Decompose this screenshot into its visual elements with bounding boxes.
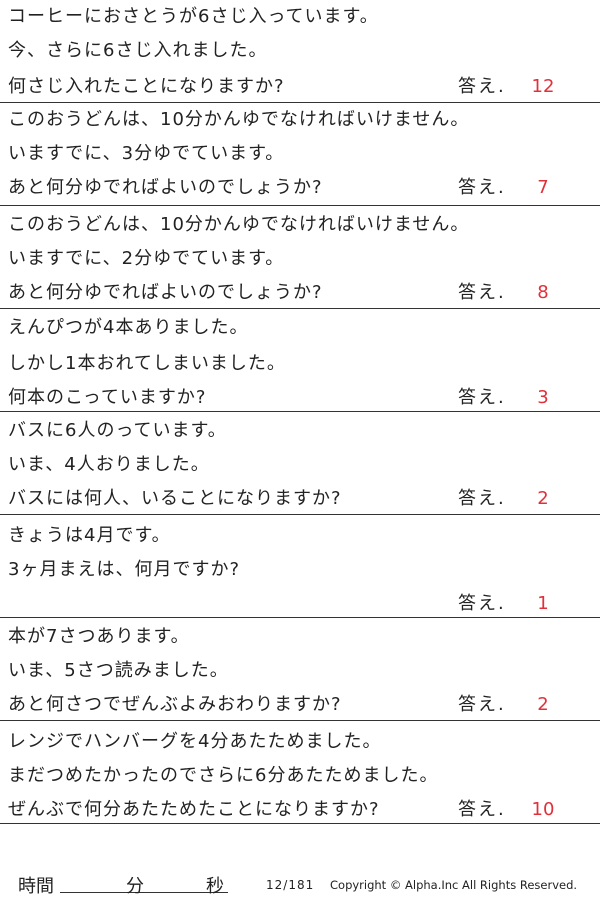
answer-label: 答え. <box>458 282 506 303</box>
problem-line: 今、さらに6さじ入れました。 <box>8 40 268 61</box>
problem-line: きょうは4月です。 <box>8 525 171 546</box>
problem-line: 3ヶ月まえは、何月ですか? <box>8 559 241 580</box>
minute-label: 分 <box>126 876 144 897</box>
answer-label: 答え. <box>458 76 506 97</box>
answer-label: 答え. <box>458 488 506 509</box>
problem-2: このおうどんは、10分かんゆでなければいけません。 いますでに、3分ゆでています… <box>0 103 600 206</box>
answer-value: 7 <box>537 177 549 198</box>
answer-label: 答え. <box>458 593 506 614</box>
problem-line: このおうどんは、10分かんゆでなければいけません。 <box>8 214 470 235</box>
problem-question: バスには何人、いることになりますか? <box>8 488 342 509</box>
problem-line: このおうどんは、10分かんゆでなければいけません。 <box>8 109 470 130</box>
problem-line: いますでに、2分ゆでています。 <box>8 248 285 269</box>
answer-label: 答え. <box>458 177 506 198</box>
answer-value: 10 <box>531 799 555 820</box>
problem-line: コーヒーにおさとうが6さじ入っています。 <box>8 6 379 27</box>
answer-value: 3 <box>537 387 549 408</box>
problem-question: あと何分ゆでればよいのでしょうか? <box>8 282 323 303</box>
problem-line: しかし1本おれてしまいました。 <box>8 353 286 374</box>
problem-line: いま、5さつ読みました。 <box>8 660 229 681</box>
problem-line: えんぴつが4本ありました。 <box>8 317 249 338</box>
problem-7: 本が7さつあります。 いま、5さつ読みました。 あと何さつでぜんぶよみおわります… <box>0 618 600 721</box>
problem-4: えんぴつが4本ありました。 しかし1本おれてしまいました。 何本のこっていますか… <box>0 309 600 412</box>
footer: 時間 分 秒 12/181 Copyright © Alpha.Inc All … <box>0 868 600 897</box>
answer-label: 答え. <box>458 387 506 408</box>
answer-value: 1 <box>537 593 549 614</box>
problem-question: 何本のこっていますか? <box>8 387 207 408</box>
worksheet: コーヒーにおさとうが6さじ入っています。 今、さらに6さじ入れました。 何さじ入… <box>0 0 600 824</box>
problem-1: コーヒーにおさとうが6さじ入っています。 今、さらに6さじ入れました。 何さじ入… <box>0 0 600 103</box>
page-number: 12/181 <box>266 878 315 892</box>
problem-question: あと何分ゆでればよいのでしょうか? <box>8 177 323 198</box>
copyright: Copyright © Alpha.Inc All Rights Reserve… <box>330 878 578 892</box>
answer-value: 8 <box>537 282 549 303</box>
problem-question: 何さじ入れたことになりますか? <box>8 76 285 97</box>
problem-line: いま、4人おりました。 <box>8 454 210 475</box>
problem-line: レンジでハンバーグを4分あたためました。 <box>8 731 382 752</box>
answer-value: 12 <box>531 76 555 97</box>
time-label: 時間 <box>18 876 54 897</box>
answer-label: 答え. <box>458 799 506 820</box>
answer-value: 2 <box>537 488 549 509</box>
problem-8: レンジでハンバーグを4分あたためました。 まだつめたかったのでさらに6分あたため… <box>0 721 600 824</box>
problem-question: あと何さつでぜんぶよみおわりますか? <box>8 694 342 715</box>
problem-line: まだつめたかったのでさらに6分あたためました。 <box>8 765 439 786</box>
time-underline <box>60 892 228 893</box>
problem-line: 本が7さつあります。 <box>8 626 190 647</box>
second-label: 秒 <box>206 876 224 897</box>
problem-5: バスに6人のっています。 いま、4人おりました。 バスには何人、いることになりま… <box>0 412 600 515</box>
problem-6: きょうは4月です。 3ヶ月まえは、何月ですか? 答え. 1 <box>0 515 600 618</box>
problem-3: このおうどんは、10分かんゆでなければいけません。 いますでに、2分ゆでています… <box>0 206 600 309</box>
problem-question: ぜんぶで何分あたためたことになりますか? <box>8 799 380 820</box>
answer-value: 2 <box>537 694 549 715</box>
answer-label: 答え. <box>458 694 506 715</box>
problem-line: いますでに、3分ゆでています。 <box>8 143 285 164</box>
problem-line: バスに6人のっています。 <box>8 420 227 441</box>
